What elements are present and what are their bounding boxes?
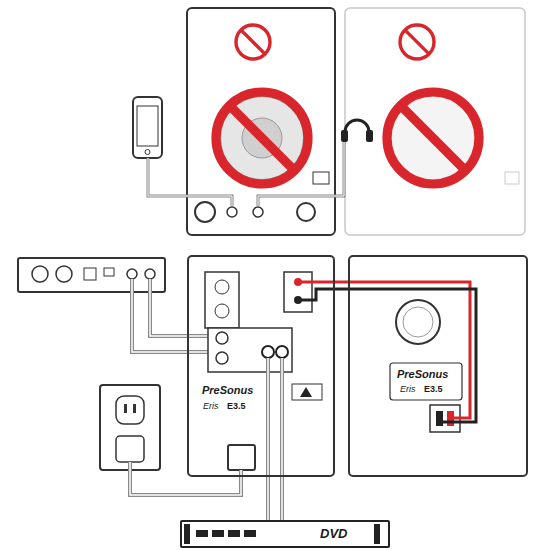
speaker-terminals	[284, 272, 312, 312]
left-speaker-front	[187, 8, 335, 235]
headphone-cable	[258, 142, 344, 206]
label-plate	[390, 363, 462, 400]
phone-icon	[133, 97, 162, 158]
power-cord	[130, 462, 241, 495]
cable-core	[267, 477, 269, 520]
cable-connector	[266, 477, 270, 520]
headphone-cable	[258, 142, 344, 206]
balanced-cable	[132, 279, 216, 352]
power-inlet	[228, 445, 255, 470]
speaker-wire	[298, 282, 476, 422]
brand-logo: PreSonus	[397, 368, 448, 380]
aux-cable	[148, 158, 232, 206]
brand-logo: PreSonus	[202, 384, 253, 396]
warning-label	[292, 384, 322, 400]
model-number: E3.5	[227, 402, 246, 412]
wall-outlet	[100, 385, 160, 470]
model-name: Eris	[203, 402, 219, 412]
rear-panel-inputs	[205, 272, 292, 372]
rear-panel: PreSonusEris E3.5	[348, 255, 528, 477]
rca-cable	[268, 358, 282, 520]
cable-connector	[335, 281, 348, 284]
dvd-player-box: DVD	[180, 520, 390, 548]
aux-cable	[148, 158, 232, 206]
right-speaker-front	[345, 8, 525, 235]
dvd-player	[180, 520, 390, 548]
rear-panel: PreSonusEris E3.5	[187, 255, 335, 477]
audio-interface	[18, 258, 165, 292]
model-name: Eris	[400, 385, 416, 395]
bass-port	[396, 300, 440, 344]
model-number: E3.5	[424, 385, 443, 395]
device-label: DVD	[320, 527, 347, 541]
prohibited-sign	[216, 25, 479, 184]
headphones-icon	[341, 120, 373, 142]
